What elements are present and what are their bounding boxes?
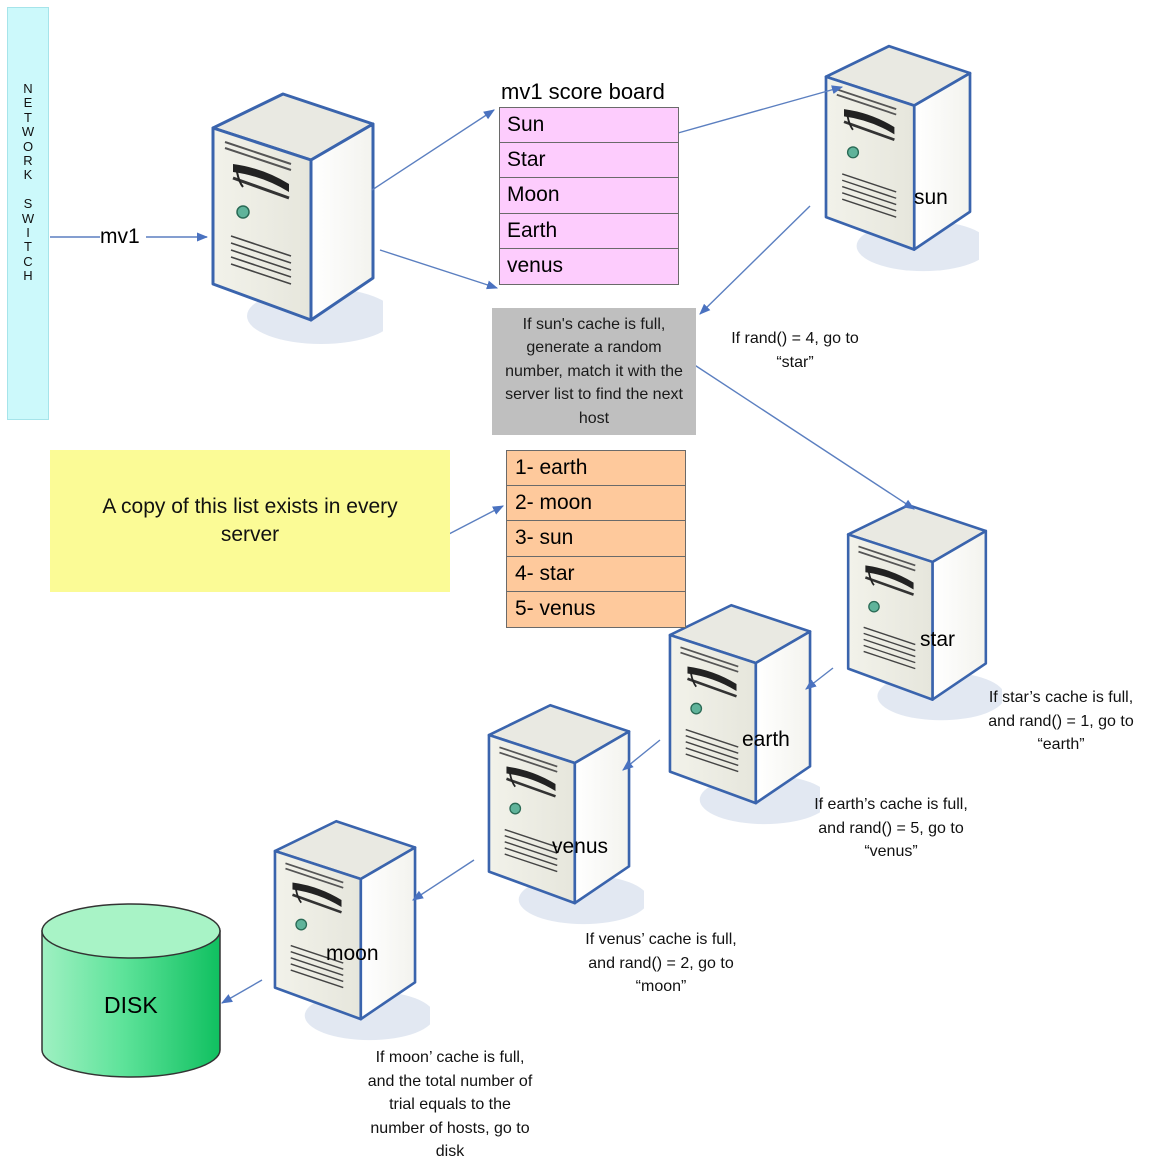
scoreboard-table: Sun Star Moon Earth venus — [499, 107, 679, 285]
switch-letter: T — [24, 109, 32, 125]
scoreboard-entry: venus — [499, 249, 679, 285]
server-list-table: 1- earth 2- moon 3- sun 4- star 5- venus — [506, 450, 686, 628]
arrow-moon-to-disk — [221, 979, 263, 1004]
switch-letter: I — [26, 224, 30, 240]
network-switch — [7, 7, 49, 420]
arrow-callout-to-star — [689, 361, 915, 510]
switch-letter: K — [23, 167, 33, 183]
switch-letter: C — [23, 253, 33, 269]
server-label-earth: earth — [742, 728, 790, 751]
arrow-mv1-to-scoreboard-bottom — [379, 249, 499, 290]
mv1-label: mv1 — [100, 225, 140, 248]
scoreboard-entry: Earth — [499, 213, 679, 250]
switch-letter: N — [23, 81, 33, 96]
moon-rand-note: If moon’ cache is full, and the total nu… — [367, 1049, 533, 1160]
server-label-venus: venus — [552, 835, 609, 858]
copy-note-text: A copy of this list exists in every serv… — [102, 495, 398, 546]
scoreboard-entry: Star — [499, 142, 679, 179]
arrow-venus-to-moon — [412, 859, 475, 901]
switch-letter: S — [23, 196, 33, 212]
arrow-star-to-earth — [805, 667, 834, 690]
earth-rand-note: If earth’s cache is full, and rand() = 5… — [814, 796, 968, 860]
scoreboard-entry: Sun — [499, 107, 679, 143]
switch-letter: W — [21, 124, 35, 140]
server-moon — [273, 819, 430, 1042]
copy-note: A copy of this list exists in every serv… — [50, 450, 450, 592]
server-list-entry: 4- star — [506, 556, 686, 593]
server-venus — [487, 703, 644, 926]
server-mv1 — [211, 92, 383, 346]
server-list-entry: 3- sun — [506, 521, 686, 557]
switch-letter: W — [21, 210, 35, 226]
server-earth — [668, 603, 820, 826]
server-label-moon: moon — [326, 942, 379, 965]
venus-rand-note: If venus’ cache is full, and rand() = 2,… — [585, 931, 737, 995]
arrow-scoreboard-to-sun — [677, 85, 844, 134]
arrow-sun-to-callout — [699, 205, 811, 315]
arrow-note-to-list — [448, 505, 504, 535]
sun-cache-callout-text: If sun's cache is full, generate a rando… — [505, 315, 683, 427]
server-label-sun: sun — [914, 186, 948, 209]
sun-cache-callout: If sun's cache is full, generate a rando… — [492, 308, 696, 435]
disk-label: DISK — [104, 992, 158, 1018]
star-rand-note: If star’s cache is full, and rand() = 1,… — [988, 689, 1134, 753]
arrow-earth-to-venus — [622, 739, 661, 771]
arrow-mv1-to-scoreboard-top — [371, 109, 495, 191]
switch-letter: E — [23, 95, 33, 111]
server-list-entry: 5- venus — [506, 592, 686, 628]
server-label-star: star — [920, 628, 956, 651]
disk-cylinder — [41, 903, 221, 1078]
server-sun — [824, 44, 979, 273]
switch-letter: H — [23, 268, 33, 284]
network-switch-label: N E T W O R K S W I T C H — [7, 81, 49, 352]
switch-letter: O — [22, 138, 34, 154]
scoreboard-entry: Moon — [499, 178, 679, 214]
scoreboard-title: mv1 score board — [501, 79, 665, 104]
sun-rand-note: If rand() = 4, go to “star” — [731, 330, 859, 371]
server-list-entry: 1- earth — [506, 450, 686, 486]
server-list-entry: 2- moon — [506, 485, 686, 522]
switch-letter: R — [23, 152, 33, 168]
switch-letter: T — [24, 239, 32, 255]
